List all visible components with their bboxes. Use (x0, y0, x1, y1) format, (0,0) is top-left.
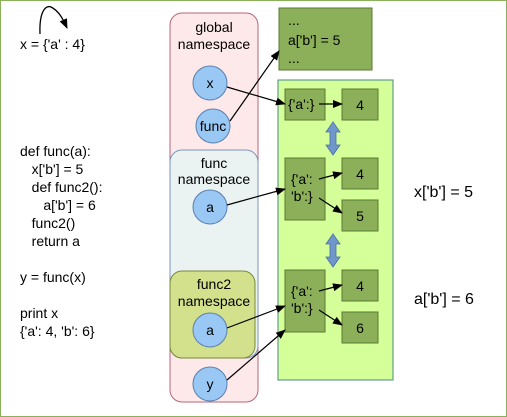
code-line: x['b'] = 5 (20, 161, 84, 177)
dict2-label: {'a': (291, 171, 313, 187)
code-assign-x: x = {'a' : 4} (20, 36, 85, 52)
var-label: a (206, 322, 214, 338)
var-a-func: a (192, 189, 228, 225)
dict2-value-a-box (341, 157, 379, 190)
annotation-a-b: a['b'] = 6 (414, 291, 474, 308)
double-arrow-icon (325, 233, 341, 268)
arrow-key-b (318, 197, 343, 214)
dict3-label: 'b':} (291, 300, 313, 316)
double-arrow-icon (325, 121, 341, 156)
arrow-a2-to-dict (226, 305, 286, 329)
var-label: a (206, 199, 214, 215)
annotation-x-b: x['b'] = 5 (414, 184, 473, 201)
code-object-line: ... (288, 12, 300, 28)
code-line: return a (20, 233, 80, 249)
curved-arrow (39, 5, 68, 35)
dict2-value-b: 5 (356, 208, 364, 224)
code-line: def func(a): (20, 143, 91, 159)
code-object-line: ... (288, 50, 300, 66)
global-namespace-title: namespace (178, 36, 251, 52)
var-y: y (192, 366, 228, 402)
dict2-value-a: 4 (356, 166, 364, 182)
code-line: print x (20, 305, 58, 321)
arrow-key-b (318, 309, 343, 326)
dict3-box (284, 269, 326, 333)
func2-namespace-title: namespace (178, 293, 251, 309)
dict2-box (284, 157, 326, 221)
arrow-a-to-dict (226, 187, 286, 206)
arrow-x-to-dict (226, 86, 286, 106)
dict3-value-a-box (341, 269, 379, 302)
code-line: a['b'] = 6 (20, 197, 96, 213)
var-label: func (200, 118, 226, 134)
arrow-key-a (318, 171, 343, 180)
var-x: x (192, 65, 228, 101)
dict3-value-b: 6 (356, 320, 364, 336)
dict3-value-b-box (341, 311, 379, 344)
dict3-value-a: 4 (356, 278, 364, 294)
func-namespace-title: namespace (178, 171, 251, 187)
dict3-label: {'a': (291, 283, 313, 299)
dict2-value-b-box (341, 199, 379, 232)
code-object-box (278, 7, 373, 71)
code-block: def func(a): x['b'] = 5 def func2(): a['… (20, 143, 102, 339)
arrow-func-to-code (229, 50, 280, 122)
arrow-key-a (318, 283, 343, 292)
code-line: {'a': 4, 'b': 6} (20, 323, 95, 339)
code-line: def func2(): (20, 179, 102, 195)
code-line: func2() (20, 215, 75, 231)
var-func: func (195, 108, 231, 144)
dict1-box (284, 88, 326, 121)
func-namespace-title: func (201, 155, 227, 171)
dict1-value-box (341, 88, 379, 121)
func2-namespace-title: func2 (197, 276, 231, 292)
arrow-y-to-dict (226, 329, 286, 381)
var-label: x (207, 75, 214, 91)
code-line: y = func(x) (20, 269, 86, 285)
dict1-value: 4 (356, 97, 364, 113)
dict2-label: 'b':} (291, 188, 313, 204)
reference-arrows (226, 50, 343, 381)
var-label: y (207, 376, 214, 392)
global-namespace-title: global (195, 19, 232, 35)
var-a-func2: a (192, 312, 228, 348)
dict1-label: {'a':} (288, 96, 315, 112)
code-object-line: a['b'] = 5 (288, 32, 341, 48)
